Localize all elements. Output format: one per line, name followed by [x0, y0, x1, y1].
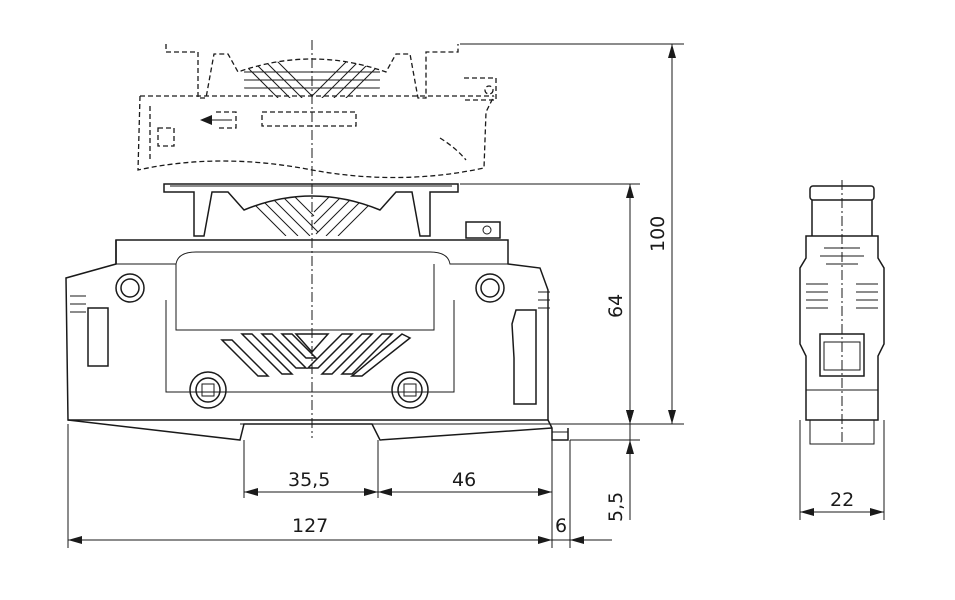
dim-127: 127: [292, 515, 328, 537]
main-side-view: [65, 40, 640, 441]
dim-46: 46: [452, 469, 476, 491]
dim-64: 64: [605, 294, 627, 318]
dim-22: 22: [830, 489, 854, 511]
open-lid-dashed-view: [137, 44, 497, 179]
dim-6: 6: [555, 515, 567, 537]
end-view: [799, 180, 885, 445]
dim-5-5: 5,5: [605, 492, 627, 522]
ventilation-slots: [220, 333, 412, 377]
dimension-lines: [67, 43, 885, 548]
lens-hatch: [245, 196, 379, 236]
dim-100: 100: [647, 216, 669, 252]
dim-35-5: 35,5: [288, 469, 330, 491]
